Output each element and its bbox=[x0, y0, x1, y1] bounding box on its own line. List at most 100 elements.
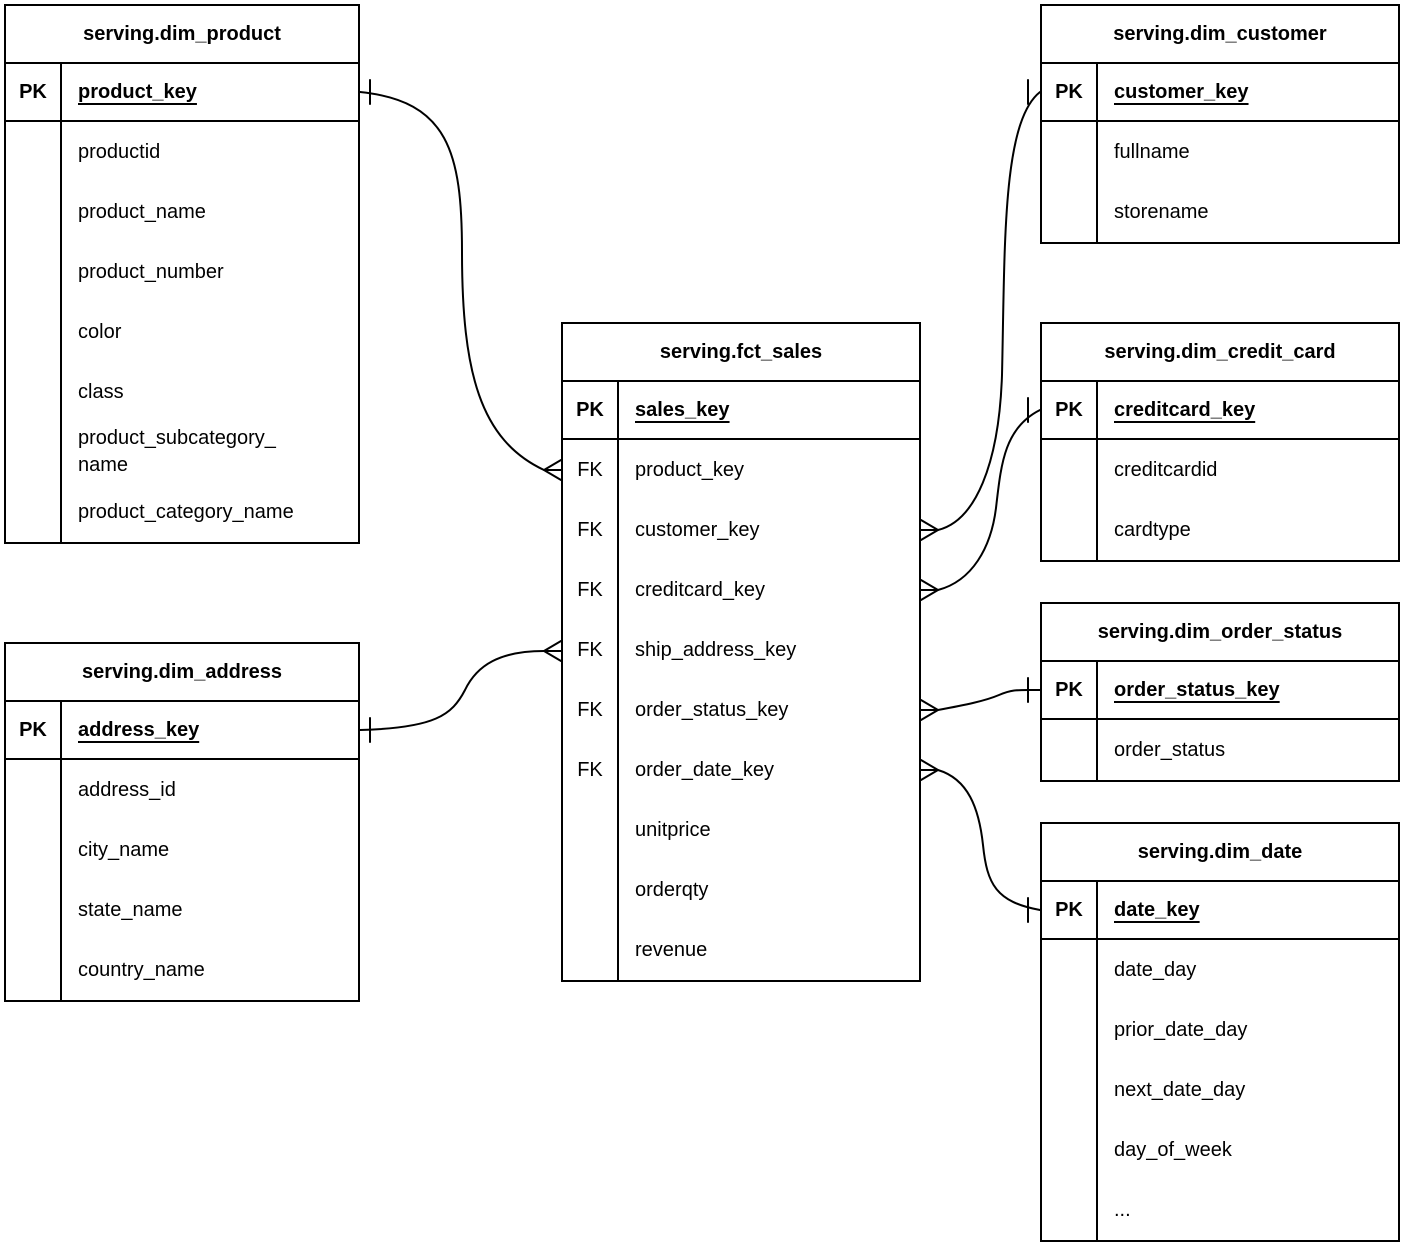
primary-key-row: PK creditcard_key bbox=[1042, 382, 1398, 440]
field-name: fullname bbox=[1114, 140, 1190, 163]
field-key-tag bbox=[6, 940, 60, 1000]
table-title: serving.fct_sales bbox=[563, 324, 919, 382]
connector-product-key bbox=[359, 79, 562, 481]
field-key-tag bbox=[6, 182, 60, 242]
field-key-tag bbox=[1042, 500, 1096, 560]
pk-field-name: address_key bbox=[78, 718, 200, 741]
key-tag-column bbox=[1042, 940, 1098, 1240]
key-tag-column bbox=[6, 122, 62, 542]
field-name: creditcard_key bbox=[635, 578, 766, 601]
field-name: product_key bbox=[635, 458, 744, 481]
field-column: fullname storename bbox=[1098, 122, 1398, 242]
field-name: prior_date_day bbox=[1114, 1018, 1248, 1041]
field-name: address_id bbox=[78, 778, 176, 801]
field-key-tag bbox=[1042, 122, 1096, 182]
connector-order-status-key bbox=[920, 677, 1041, 721]
field-name: city_name bbox=[78, 838, 170, 861]
relationship-line bbox=[937, 769, 1041, 911]
pk-label: PK bbox=[1042, 64, 1098, 120]
table-dim-order-status: serving.dim_order_status PK order_status… bbox=[1040, 602, 1400, 782]
field-column: order_status bbox=[1098, 720, 1398, 780]
field-key-tag bbox=[6, 122, 60, 182]
field-key-tag bbox=[6, 242, 60, 302]
pk-field-name: creditcard_key bbox=[1114, 398, 1256, 421]
crow-foot-many-marker bbox=[920, 519, 939, 541]
table-body: fullname storename bbox=[1042, 122, 1398, 242]
relationship-line bbox=[937, 688, 1041, 711]
field-name: productid bbox=[78, 140, 161, 163]
field-name: storename bbox=[1114, 200, 1209, 223]
pk-field-name: date_key bbox=[1114, 898, 1200, 921]
pk-field-name: order_status_key bbox=[1114, 678, 1280, 701]
relationship-line bbox=[359, 91, 545, 471]
field-name: product_category_name bbox=[78, 500, 294, 523]
field-key-tag bbox=[6, 362, 60, 422]
primary-key-row: PK address_key bbox=[6, 702, 358, 760]
primary-key-row: PK customer_key bbox=[1042, 64, 1398, 122]
field-name: date_day bbox=[1114, 958, 1197, 981]
relationship-line bbox=[359, 650, 545, 731]
primary-key-row: PK sales_key bbox=[563, 382, 919, 440]
pk-label: PK bbox=[563, 382, 619, 438]
table-title: serving.dim_order_status bbox=[1042, 604, 1398, 662]
field-name: orderqty bbox=[635, 878, 709, 901]
table-dim-product: serving.dim_product PK product_key produ… bbox=[4, 4, 360, 544]
field-key-tag bbox=[1042, 440, 1096, 500]
connector-customer-key bbox=[920, 79, 1041, 541]
pk-label: PK bbox=[1042, 382, 1098, 438]
table-title: serving.dim_address bbox=[6, 644, 358, 702]
field-name: unitprice bbox=[635, 818, 711, 841]
relationship-line bbox=[937, 409, 1041, 591]
field-name: product_number bbox=[78, 260, 224, 283]
table-title: serving.dim_customer bbox=[1042, 6, 1398, 64]
field-key-tag bbox=[1042, 940, 1096, 1000]
table-dim-address: serving.dim_address PK address_key addre… bbox=[4, 642, 360, 1002]
field-key-tag: FK bbox=[577, 698, 603, 721]
crow-foot-many-marker bbox=[543, 640, 562, 662]
pk-field-name: product_key bbox=[78, 80, 197, 103]
field-key-tag bbox=[6, 302, 60, 362]
field-key-tag bbox=[563, 860, 617, 920]
field-name: order_date_key bbox=[635, 758, 774, 781]
primary-key-row: PK date_key bbox=[1042, 882, 1398, 940]
crow-foot-many-marker bbox=[920, 699, 939, 721]
table-dim-credit-card: serving.dim_credit_card PK creditcard_ke… bbox=[1040, 322, 1400, 562]
primary-key-row: PK order_status_key bbox=[1042, 662, 1398, 720]
crow-foot-many-marker bbox=[543, 459, 562, 481]
table-title: serving.dim_credit_card bbox=[1042, 324, 1398, 382]
table-title: serving.dim_date bbox=[1042, 824, 1398, 882]
field-key-tag bbox=[6, 820, 60, 880]
key-tag-column bbox=[1042, 122, 1098, 242]
table-dim-customer: serving.dim_customer PK customer_key ful… bbox=[1040, 4, 1400, 244]
field-name: class bbox=[78, 380, 124, 403]
field-key-tag: FK bbox=[577, 518, 603, 541]
primary-key-row: PK product_key bbox=[6, 64, 358, 122]
key-tag-column bbox=[1042, 720, 1098, 780]
field-key-tag bbox=[1042, 1120, 1096, 1180]
pk-field-name: customer_key bbox=[1114, 80, 1249, 103]
table-title: serving.dim_product bbox=[6, 6, 358, 64]
field-key-tag bbox=[6, 760, 60, 820]
connector-ship-address-key bbox=[359, 640, 562, 743]
table-body: order_status bbox=[1042, 720, 1398, 780]
field-name: order_status_key bbox=[635, 698, 789, 721]
pk-label: PK bbox=[6, 64, 62, 120]
connector-order-date-key bbox=[920, 759, 1041, 923]
relationship-line bbox=[937, 91, 1041, 531]
field-key-tag bbox=[563, 920, 617, 980]
key-tag-column bbox=[1042, 440, 1098, 560]
field-key-tag bbox=[6, 482, 60, 542]
field-key-tag bbox=[1042, 1180, 1096, 1240]
pk-label: PK bbox=[1042, 662, 1098, 718]
pk-field-name: sales_key bbox=[635, 398, 730, 421]
